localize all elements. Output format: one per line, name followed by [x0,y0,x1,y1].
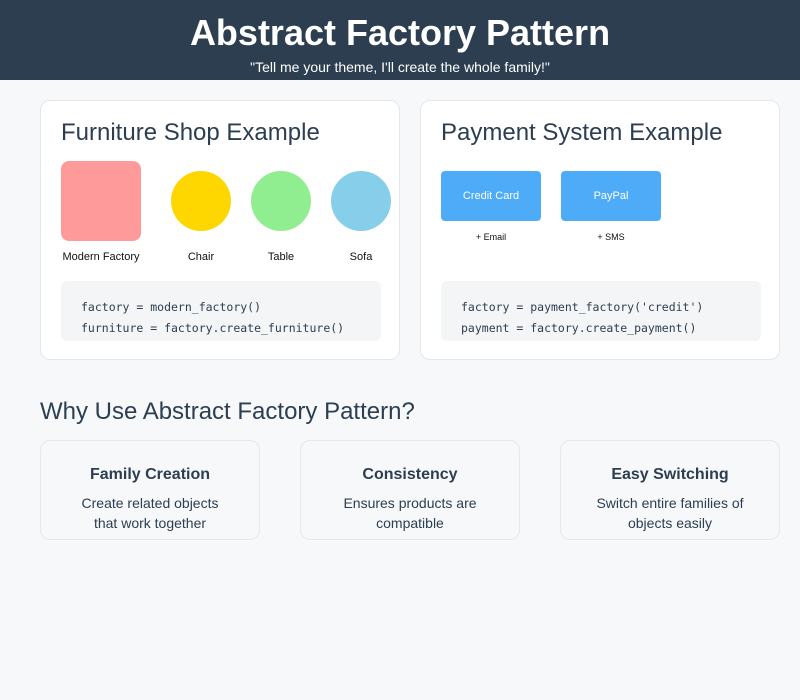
payment-example-card: Payment System Example Credit Card + Ema… [420,100,780,360]
chair-shape [171,171,231,231]
payment-card-title: Payment System Example [441,119,723,146]
benefit-card-easy-switching: Easy Switching Switch entire families of… [560,440,780,540]
benefit-text: Ensures products are compatible [343,495,477,531]
sofa-shape [331,171,391,231]
benefit-title: Easy Switching [611,466,729,483]
chair-label: Chair [187,251,215,263]
credit-card-sub-label: + Email [475,232,507,242]
furniture-example-card: Furniture Shop Example Modern Factory Ch… [40,100,400,360]
table-label: Table [267,251,295,263]
page-title: Abstract Factory Pattern [189,12,611,53]
credit-card-button[interactable]: Credit Card [441,171,541,221]
page-subtitle: "Tell me your theme, I'll create the who… [250,59,550,75]
benefit-card-family-creation: Family Creation Create related objects t… [40,440,260,540]
benefit-title: Consistency [362,466,458,483]
sofa-label: Sofa [349,251,373,263]
modern-factory-shape [61,161,141,241]
payment-code-block: factory = payment_factory('credit')payme… [441,281,761,341]
benefit-title: Family Creation [89,466,211,483]
page-header: Abstract Factory Pattern "Tell me your t… [0,0,800,80]
furniture-code-line: factory = modern_factory() [81,300,262,314]
payment-code-line: factory = payment_factory('credit') [461,300,704,314]
furniture-code-block: factory = modern_factory() furniture = fa… [61,281,381,341]
payment-code-line: payment = factory.create_payment() [461,321,697,335]
furniture-code-line: furniture = factory.create_furniture() [81,321,345,335]
benefit-text: Switch entire families of objects easily [596,495,744,531]
modern-factory-label: Modern Factory [62,251,140,263]
paypal-button[interactable]: PayPal [561,171,661,221]
furniture-card-title: Furniture Shop Example [61,119,320,146]
why-section-title: Why Use Abstract Factory Pattern? [40,398,415,425]
paypal-sub-label: + SMS [597,232,625,242]
benefit-text: Create related objects that work togethe… [81,495,219,531]
benefit-card-consistency: Consistency Ensures products are compati… [300,440,520,540]
table-shape [251,171,311,231]
